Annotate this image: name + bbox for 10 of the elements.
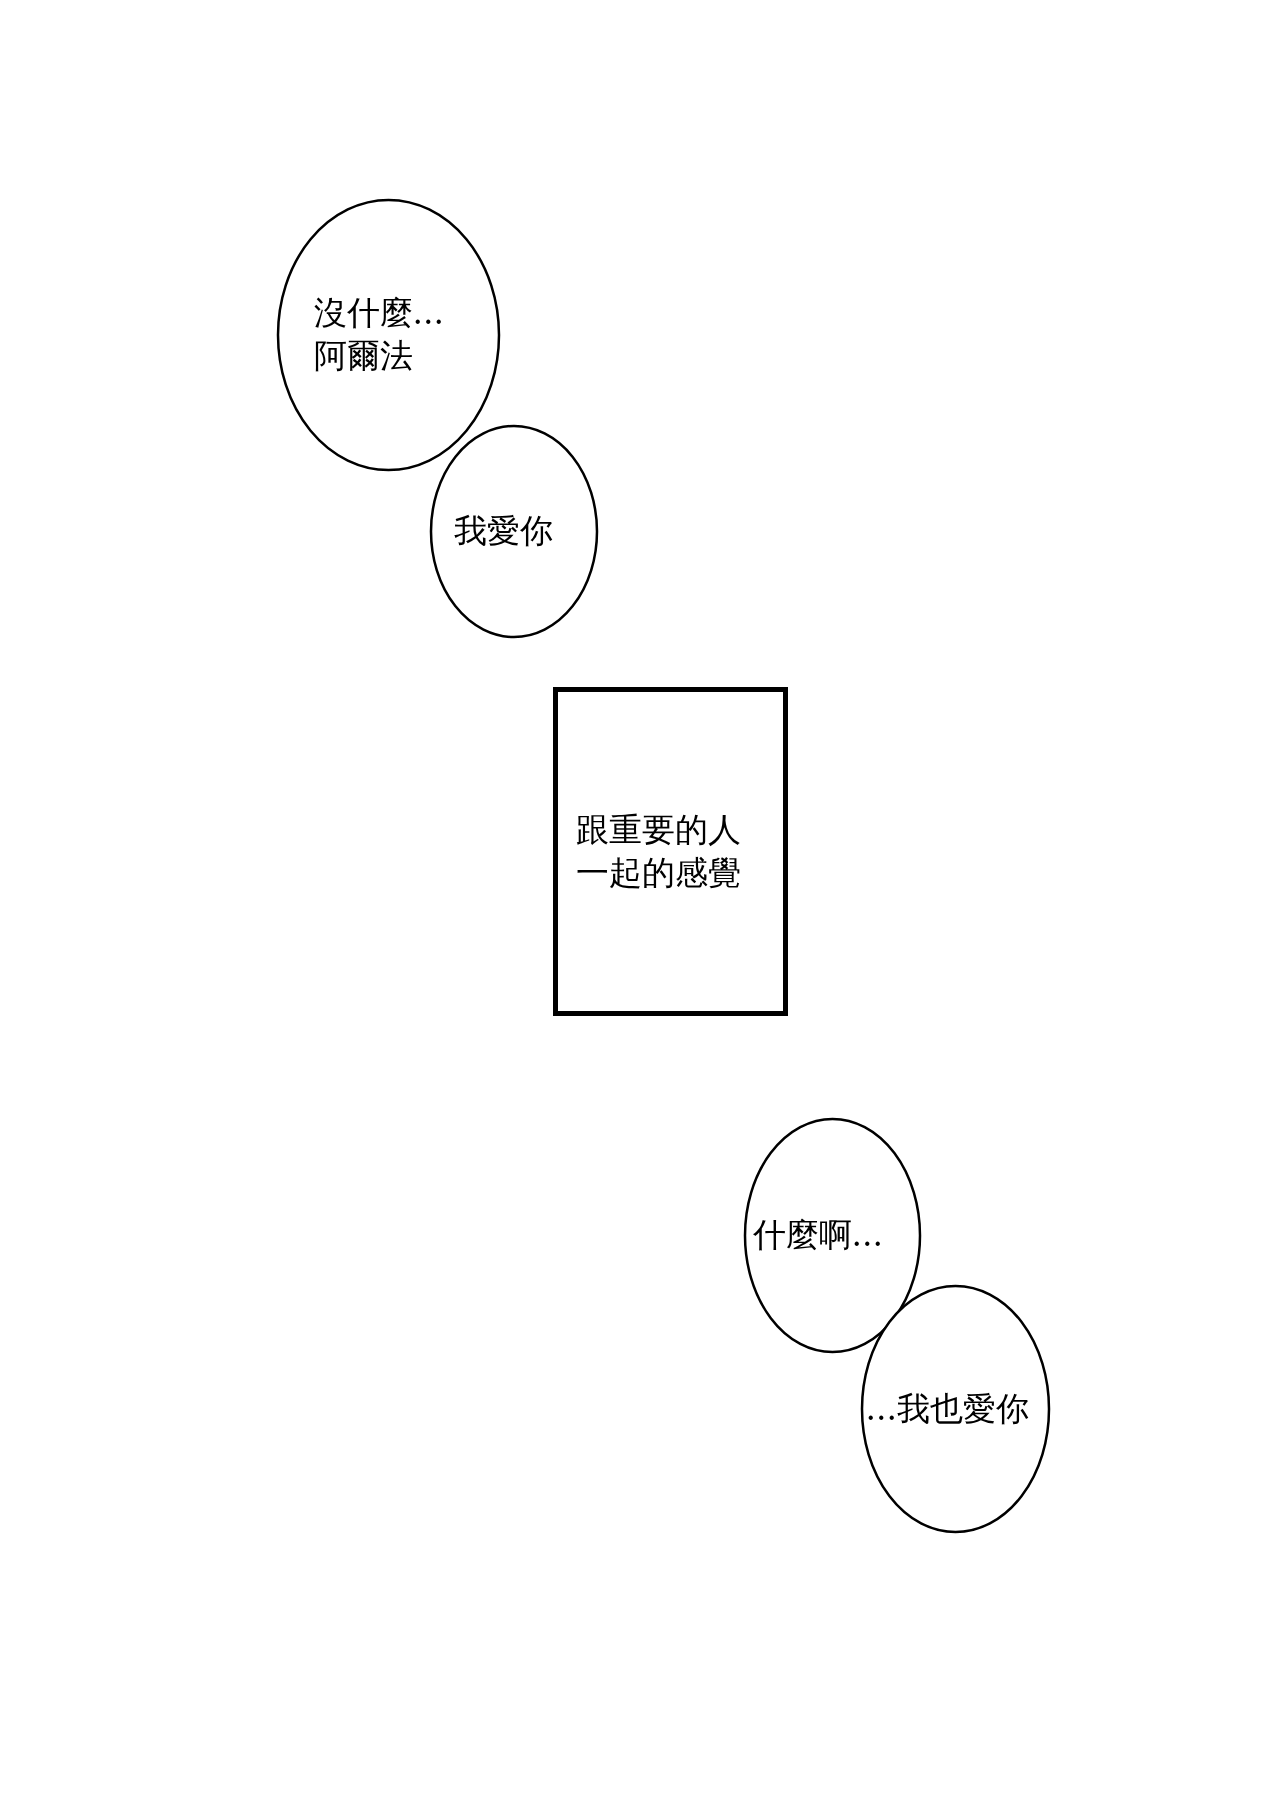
dialogue-text: 什麼啊... [752,1214,884,1257]
caption-box [553,687,788,1016]
speech-bubble [276,198,501,472]
dialogue-text: ...我也愛你 [865,1387,1030,1430]
speech-bubble [860,1284,1051,1534]
narration-text: 跟重要的人一起的感覺 [575,808,742,894]
dialogue-text: 沒什麼...阿爾法 [313,292,445,377]
dialogue-text: 我愛你 [454,510,554,553]
speech-bubble [743,1117,922,1354]
speech-bubble [429,424,599,639]
